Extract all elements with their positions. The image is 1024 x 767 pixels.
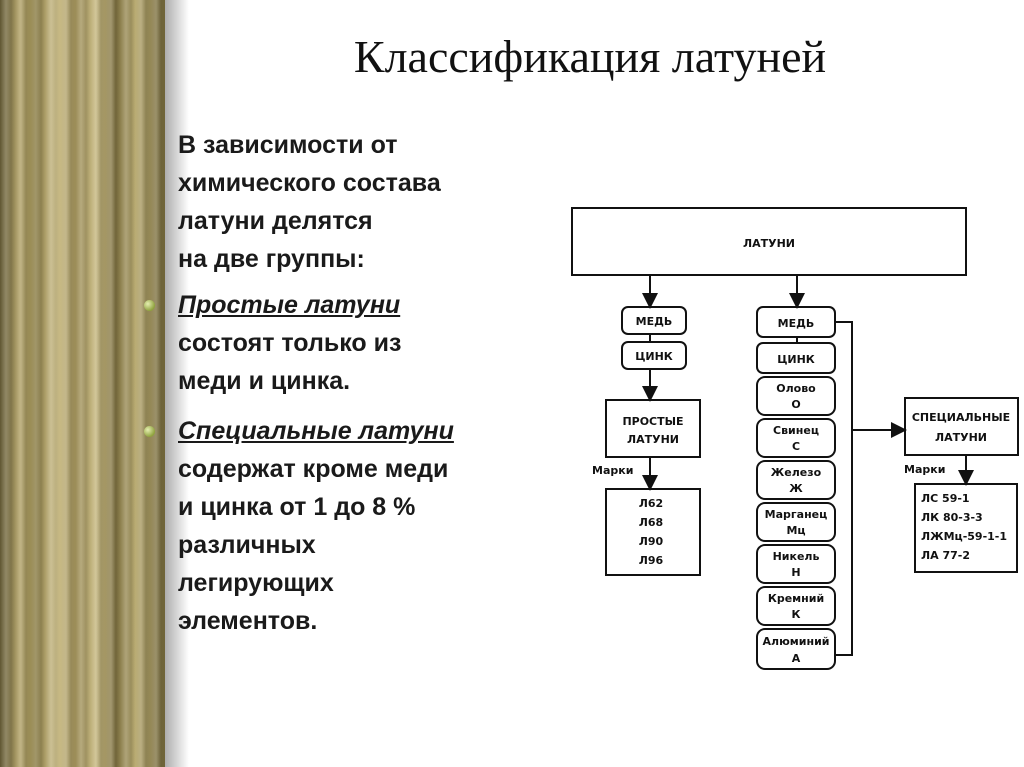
element-name: Олово [776,382,816,395]
curtain-decoration [0,0,165,767]
root-box [571,207,967,276]
simple-copper-label: МЕДЬ [636,315,673,328]
element-code: Мц [786,524,805,537]
simple-grades-box [605,488,701,576]
element-code: С [792,440,800,453]
element-code: А [792,652,801,665]
simple-group-label: ПРОСТЫЕ [622,415,683,428]
simple-grade: Л90 [639,535,664,548]
bullet-text-line: состоят только из [178,329,402,357]
special-group-label: СПЕЦИАЛЬНЫЕ [912,411,1010,424]
simple-zinc-label: ЦИНК [635,350,673,363]
simple-zinc-box [621,341,687,370]
bullet-term: Специальные латуни [178,417,454,445]
simple-marks-label: Марки [592,464,633,477]
element-name: Алюминий [763,635,830,648]
element-name: Железо [771,466,822,479]
bullet-dot-icon [144,300,155,311]
element-code: К [792,608,801,621]
bullet-text-line: содержат кроме меди [178,455,449,483]
intro-line: латуни делятся [178,207,373,235]
element-box [756,376,836,416]
element-code: О [791,398,800,411]
special-grades-box [914,483,1018,573]
special-marks-label: Марки [904,463,945,476]
slide-text: В зависимости от химического состава лат… [144,126,568,640]
bullet-text-line: различных [178,531,316,559]
special-grade: ЛЖМц-59-1-1 [921,530,1007,543]
curtain-shadow [165,0,189,767]
element-box [756,502,836,542]
element-box [756,544,836,584]
element-box [756,628,836,670]
bullet-special: Специальные латуни [144,412,568,450]
root-label: ЛАТУНИ [743,237,795,250]
special-group-label: ЛАТУНИ [935,431,987,444]
element-code: Н [791,566,800,579]
special-zinc-label: ЦИНК [777,353,815,366]
bullet-text-line: и цинка от 1 до 8 % [178,493,416,521]
element-box [756,586,836,626]
simple-group-label: ЛАТУНИ [627,433,679,446]
element-name: Никель [773,550,820,563]
element-name: Кремний [768,592,824,605]
simple-grade: Л62 [639,497,663,510]
element-box [756,418,836,458]
element-name: Свинец [773,424,819,437]
slide-title: Классификация латуней [353,31,827,82]
simple-grade: Л68 [639,516,663,529]
simple-copper-box [621,306,687,335]
intro-line: химического состава [178,169,441,197]
bullet-term: Простые латуни [178,291,401,319]
element-code: Ж [789,482,803,495]
special-grade: ЛК 80-3-3 [921,511,983,524]
element-name: Марганец [765,508,828,521]
bullet-dot-icon [144,426,155,437]
simple-group-box [605,399,701,458]
bullet-text-line: легирующих [178,569,334,597]
special-grade: ЛС 59-1 [921,492,970,505]
intro-line: В зависимости от [178,131,398,159]
simple-grade: Л96 [639,554,664,567]
special-copper-label: МЕДЬ [778,317,815,330]
special-zinc-box [756,342,836,374]
bullet-text-line: элементов. [178,607,318,635]
special-group-box [904,397,1019,456]
bullet-text-line: меди и цинка. [178,367,351,395]
bullet-simple: Простые латуни [144,286,568,324]
special-grade: ЛА 77-2 [921,549,970,562]
intro-line: на две группы: [178,245,365,273]
element-box [756,460,836,500]
